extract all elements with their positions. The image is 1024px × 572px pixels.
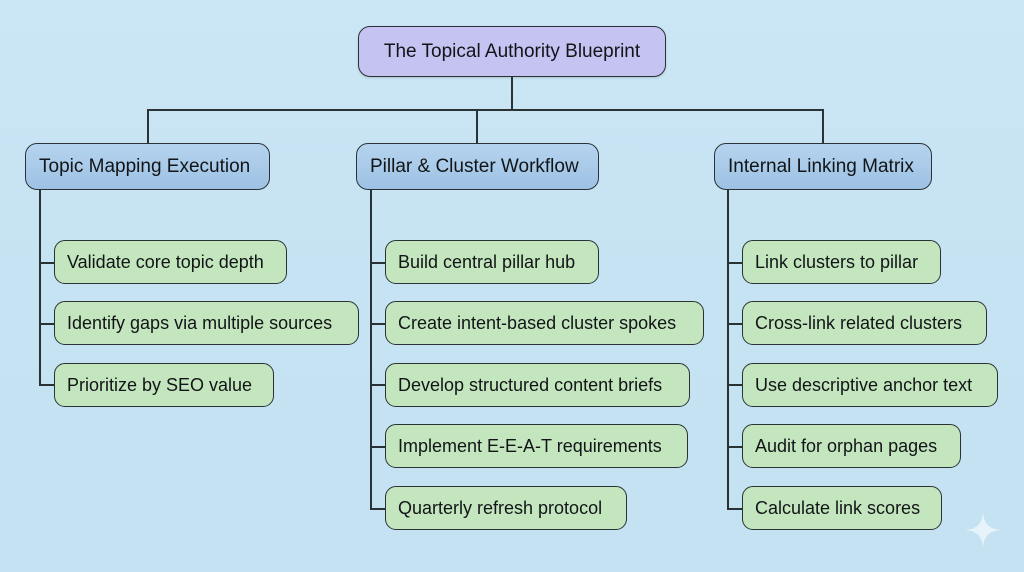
leaf-label: Build central pillar hub	[398, 251, 576, 272]
leaf-node: Cross-link related clusters	[742, 301, 987, 345]
leaf-label: Prioritize by SEO value	[67, 374, 253, 395]
leaf-tick	[727, 384, 743, 386]
leaf-tick	[727, 446, 743, 448]
leaf-label: Create intent-based cluster spokes	[398, 312, 677, 333]
category-label: Topic Mapping Execution	[39, 155, 251, 177]
connector-col2-down	[476, 109, 478, 143]
leaf-tick	[39, 262, 55, 264]
leaf-label: Use descriptive anchor text	[755, 374, 973, 395]
root-label: The Topical Authority Blueprint	[383, 40, 641, 62]
category-pillar-cluster: Pillar & Cluster Workflow	[356, 143, 599, 190]
leaf-label: Audit for orphan pages	[755, 435, 938, 456]
leaf-label: Identify gaps via multiple sources	[67, 312, 333, 333]
connector-col3-down	[822, 109, 824, 143]
leaf-tick	[727, 323, 743, 325]
connector-horizontal	[147, 109, 824, 111]
leaf-tick	[370, 384, 386, 386]
category-label: Pillar & Cluster Workflow	[370, 155, 579, 177]
connector-col1-down	[147, 109, 149, 143]
leaf-tick	[370, 262, 386, 264]
leaf-node: Implement E-E-A-T requirements	[385, 424, 688, 468]
col2-spine	[370, 190, 372, 510]
leaf-label: Cross-link related clusters	[755, 312, 963, 333]
leaf-label: Implement E-E-A-T requirements	[398, 435, 662, 456]
leaf-node: Audit for orphan pages	[742, 424, 961, 468]
category-label: Internal Linking Matrix	[728, 155, 914, 177]
leaf-tick	[727, 508, 743, 510]
leaf-label: Quarterly refresh protocol	[398, 497, 603, 518]
category-topic-mapping: Topic Mapping Execution	[25, 143, 270, 190]
leaf-node: Build central pillar hub	[385, 240, 599, 284]
leaf-tick	[370, 323, 386, 325]
leaf-node: Validate core topic depth	[54, 240, 287, 284]
leaf-node: Develop structured content briefs	[385, 363, 690, 407]
leaf-node: Identify gaps via multiple sources	[54, 301, 359, 345]
sparkle-icon	[965, 512, 1001, 548]
leaf-tick	[727, 262, 743, 264]
leaf-label: Calculate link scores	[755, 497, 921, 518]
col3-spine	[727, 190, 729, 510]
leaf-node: Quarterly refresh protocol	[385, 486, 627, 530]
root-node: The Topical Authority Blueprint	[358, 26, 666, 77]
leaf-tick	[39, 384, 55, 386]
connector-root-down	[511, 77, 513, 111]
leaf-tick	[39, 323, 55, 325]
col1-spine	[39, 190, 41, 386]
leaf-label: Validate core topic depth	[67, 251, 264, 272]
leaf-node: Calculate link scores	[742, 486, 942, 530]
leaf-node: Use descriptive anchor text	[742, 363, 998, 407]
leaf-tick	[370, 508, 386, 510]
leaf-node: Prioritize by SEO value	[54, 363, 274, 407]
leaf-label: Develop structured content briefs	[398, 374, 663, 395]
leaf-tick	[370, 446, 386, 448]
leaf-label: Link clusters to pillar	[755, 251, 919, 272]
category-internal-linking: Internal Linking Matrix	[714, 143, 932, 190]
leaf-node: Create intent-based cluster spokes	[385, 301, 704, 345]
leaf-node: Link clusters to pillar	[742, 240, 941, 284]
